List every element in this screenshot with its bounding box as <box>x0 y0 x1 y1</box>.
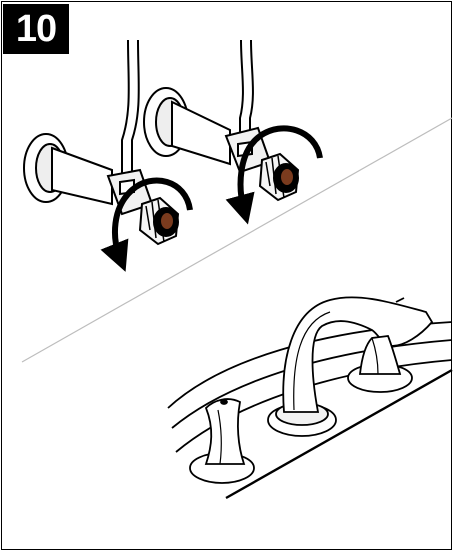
shutoff-valve-icon <box>144 40 298 200</box>
widespread-faucet-icon <box>168 297 452 498</box>
